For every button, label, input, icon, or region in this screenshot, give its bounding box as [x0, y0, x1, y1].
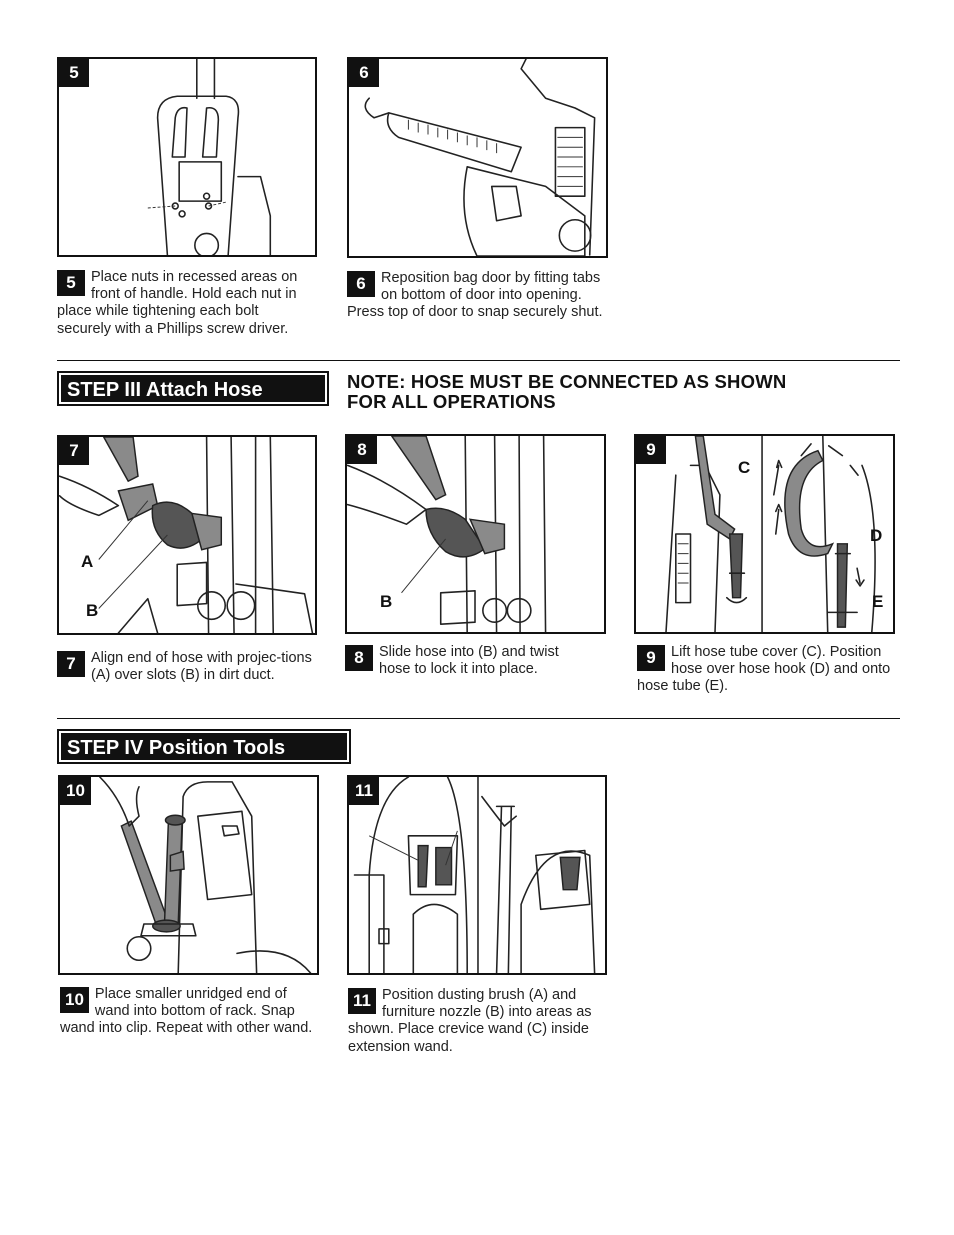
figure-7: 7 A B: [57, 435, 317, 635]
twist-hose-illustration: [347, 436, 547, 632]
hose-note: NOTE: HOSE MUST BE CONNECTED AS SHOWN FO…: [347, 372, 897, 412]
step-7-figure-badge: 7: [59, 437, 89, 465]
step-10-caption: 10 Place smaller unridged end of wand in…: [60, 986, 315, 1038]
figure-6: 6: [347, 57, 608, 258]
bag-door-illustration: [364, 59, 596, 256]
section-divider-2: [57, 718, 900, 719]
step-6-figure-badge: 6: [349, 59, 379, 87]
label-c: C: [738, 458, 751, 477]
hose-hook-illustration: [665, 436, 876, 632]
figure-8: 8 B: [345, 434, 606, 634]
step-8-caption: 8 Slide hose into (B) and twist hose to …: [345, 644, 585, 678]
step-5-caption: 5 Place nuts in recessed areas on front …: [57, 269, 312, 338]
label-e: E: [872, 592, 884, 611]
step-9-caption: 9 Lift hose tube cover (C). Position hos…: [637, 644, 897, 696]
step-8-figure-badge: 8: [347, 436, 377, 464]
label-a: A: [81, 552, 94, 571]
step-9-badge: 9: [637, 645, 665, 671]
label-d: D: [870, 526, 883, 545]
step-10-text: Place smaller unridged end of wand into …: [60, 986, 313, 1037]
figure-9: 9 C D E: [634, 434, 895, 634]
label-b: B: [380, 592, 393, 611]
step-5-badge: 5: [57, 270, 85, 296]
hose-note-line-1: NOTE: HOSE MUST BE CONNECTED AS SHOWN: [347, 371, 787, 392]
step-11-text: Position dusting brush (A) and furniture…: [348, 987, 592, 1055]
step-6-text: Reposition bag door by fitting tabs on b…: [347, 270, 603, 321]
section-divider-1: [57, 360, 900, 361]
step-11-caption: 11 Position dusting brush (A) and furnit…: [348, 987, 603, 1056]
tools-storage-illustration: [353, 777, 596, 973]
step-9-text: Lift hose tube cover (C). Position hose …: [637, 644, 891, 695]
step-7-badge: 7: [57, 651, 85, 677]
align-hose-illustration: [59, 437, 314, 633]
step-7-caption: 7 Align end of hose with projec-tions (A…: [57, 650, 312, 684]
step-8-badge: 8: [345, 645, 373, 671]
figure-11: 11: [347, 775, 607, 975]
label-b: B: [86, 601, 99, 620]
handle-nuts-illustration: [147, 59, 272, 255]
step-3-heading: STEP III Attach Hose: [57, 371, 329, 406]
figure-5: 5: [57, 57, 317, 257]
step-10-badge: 10: [60, 987, 89, 1013]
step-10-figure-badge: 10: [60, 777, 91, 805]
step-5-text: Place nuts in recessed areas on front of…: [57, 269, 298, 337]
step-6-caption: 6 Reposition bag door by fitting tabs on…: [347, 270, 605, 322]
step-4-heading: STEP IV Position Tools: [57, 729, 351, 764]
step-9-figure-badge: 9: [636, 436, 666, 464]
step-8-text: Slide hose into (B) and twist hose to lo…: [379, 644, 559, 678]
figure-10: 10: [58, 775, 319, 975]
step-11-badge: 11: [348, 988, 376, 1014]
step-6-badge: 6: [347, 271, 375, 297]
step-5-figure-badge: 5: [59, 59, 89, 87]
step-7-text: Align end of hose with projec-tions (A) …: [91, 650, 312, 684]
hose-note-line-2: FOR ALL OPERATIONS: [347, 391, 556, 412]
wand-rack-illustration: [99, 777, 312, 973]
step-11-figure-badge: 11: [349, 777, 379, 805]
